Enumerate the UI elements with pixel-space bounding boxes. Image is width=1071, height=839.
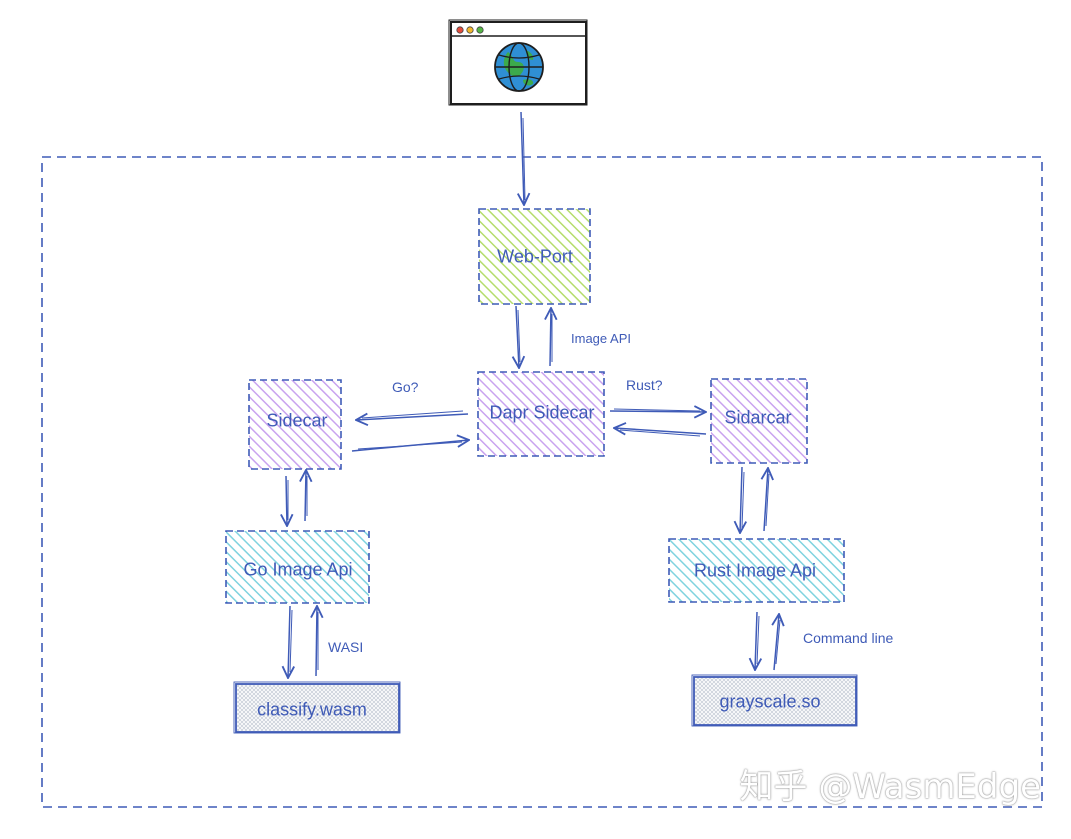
rust-edge-label: Rust? (626, 377, 663, 393)
edge-go-sidecar-to-go-api (286, 475, 287, 526)
grayscale-so-label: grayscale.so (719, 691, 821, 712)
edge-dapr-to-rust-sidecar (609, 411, 706, 412)
edge-go-api-to-classify (288, 605, 290, 678)
rust-sidecar-label: Sidarcar (724, 407, 792, 428)
edges (286, 111, 780, 678)
edge-rust-sidecar-to-rust-api (740, 466, 742, 533)
edge-web-port-to-dapr (516, 305, 519, 368)
edge-dapr-to-web-port (550, 308, 551, 367)
image-api-edge-label: Image API (571, 331, 631, 346)
web-port-label: Web-Port (497, 246, 573, 267)
edge-classify-to-go-api (316, 606, 317, 677)
cluster-boundary (41, 156, 1043, 808)
go-image-api-box (225, 530, 370, 604)
go-edge-label: Go? (392, 379, 419, 395)
command-line-edge-label: Command line (803, 630, 894, 646)
rust-image-api-label: Rust Image Api (693, 560, 817, 581)
edge-dapr-to-go-sidecar (356, 414, 469, 420)
edge-grayscale-to-rust-api (774, 614, 779, 671)
rust-image-api-box (668, 538, 845, 603)
edge-rust-sidecar-to-dapr (614, 428, 707, 434)
edge-rust-api-to-grayscale (755, 611, 757, 670)
browser-window-icon (448, 19, 588, 106)
edge-rust-api-to-rust-sidecar (764, 468, 768, 532)
watermark: 知乎 @WasmEdge (739, 767, 1041, 807)
classify-wasm-label: classify.wasm (257, 699, 367, 720)
edge-go-api-to-go-sidecar (305, 470, 306, 522)
wasi-edge-label: WASI (328, 639, 364, 655)
go-image-api-label: Go Image Api (243, 559, 353, 580)
grayscale-so-box (691, 674, 858, 727)
web-port-box (478, 208, 591, 305)
go-sidecar-label: Sidecar (266, 410, 328, 431)
edge-browser-to-web-port (521, 111, 524, 205)
classify-wasm-box (233, 681, 401, 734)
go-sidecar-box (248, 379, 342, 470)
globe-icon (494, 42, 544, 92)
rust-sidecar-box (710, 378, 808, 464)
dapr-sidecar-label: Dapr Sidecar (489, 402, 595, 423)
dapr-sidecar-box (477, 371, 605, 457)
